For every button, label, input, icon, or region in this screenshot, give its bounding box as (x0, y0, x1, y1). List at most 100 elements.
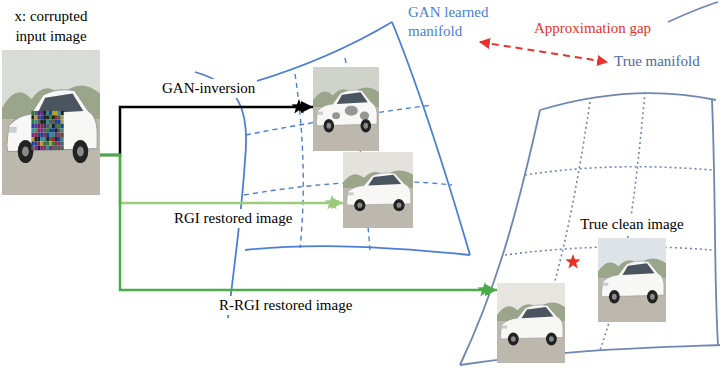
noise-pixel (31, 124, 34, 128)
artifact-smudge (360, 112, 369, 120)
gan-manifold (195, 22, 470, 318)
noise-pixel (31, 141, 34, 145)
image-caption: x: corrupted input image (2, 6, 100, 46)
noise-pixel (61, 120, 64, 124)
noise-pixel (37, 115, 40, 119)
noise-pixel (34, 137, 37, 141)
noise-pixel (37, 141, 40, 145)
flow-arrow (100, 155, 497, 290)
noise-pixel (58, 111, 61, 115)
manifold-edge (245, 246, 470, 255)
noise-pixel (55, 115, 58, 119)
car-photo (313, 67, 379, 151)
corruption-patch (31, 111, 63, 150)
artifact-smudge (345, 106, 358, 116)
noise-pixel (58, 115, 61, 119)
car-photo (2, 50, 100, 195)
noise-pixel (34, 124, 37, 128)
noise-pixel (52, 133, 55, 137)
noise-pixel (46, 111, 49, 115)
noise-pixel (46, 115, 49, 119)
noise-pixel (49, 111, 52, 115)
flow-arrow (100, 155, 343, 203)
noise-pixel (43, 137, 46, 141)
arrow-label: R-RGI restored image (217, 296, 354, 315)
star-marker (565, 254, 580, 268)
car-wheel (508, 333, 519, 346)
noise-pixel (37, 120, 40, 124)
noise-pixel (49, 124, 52, 128)
noise-pixel (43, 111, 46, 115)
car-window (521, 307, 553, 318)
noise-pixel (49, 120, 52, 124)
photo-background (2, 50, 100, 195)
noise-pixel (46, 141, 49, 145)
noise-pixel (52, 128, 55, 132)
noise-pixel (43, 120, 46, 124)
flow-arrow (100, 107, 313, 155)
car-hub (612, 294, 617, 300)
car-window (37, 94, 83, 114)
noise-pixel (31, 128, 34, 132)
star-marker (324, 195, 339, 209)
noise-pixel (31, 146, 34, 150)
arrow-label: RGI restored image (172, 209, 294, 228)
car-headlight (603, 283, 608, 286)
noise-pixel (55, 128, 58, 132)
noise-pixel (58, 133, 61, 137)
rgi-image (343, 152, 413, 228)
noise-pixel (61, 111, 64, 115)
noise-pixel (55, 146, 58, 150)
noise-pixel (37, 146, 40, 150)
noise-pixel (40, 115, 43, 119)
noise-pixel (43, 141, 46, 145)
noise-pixel (40, 141, 43, 145)
noise-pixel (46, 137, 49, 141)
noise-pixel (34, 111, 37, 115)
noise-pixel (31, 120, 34, 124)
car-photo (598, 238, 666, 322)
photo-background (313, 67, 379, 151)
noise-pixel (37, 124, 40, 128)
noise-pixel (52, 124, 55, 128)
noise-pixel (55, 137, 58, 141)
car-wheel (393, 199, 404, 211)
noise-pixel (58, 120, 61, 124)
car-hub (650, 294, 655, 300)
car-photo (343, 152, 413, 228)
star-marker (291, 99, 306, 113)
noise-pixel (52, 137, 55, 141)
noise-pixel (34, 141, 37, 145)
car-window (368, 175, 401, 186)
car-headlight (348, 192, 354, 195)
noise-pixel (49, 128, 52, 132)
noise-pixel (34, 128, 37, 132)
noise-pixel (58, 124, 61, 128)
noise-pixel (61, 124, 64, 128)
artifact-smudge (332, 112, 340, 119)
noise-pixel (58, 137, 61, 141)
car-window (622, 263, 654, 275)
noise-pixel (37, 133, 40, 137)
noise-pixel (61, 146, 64, 150)
noise-pixel (43, 146, 46, 150)
noise-pixel (52, 146, 55, 150)
photo-background (343, 152, 413, 228)
noise-pixel (40, 124, 43, 128)
noise-pixel (31, 137, 34, 141)
noise-pixel (58, 146, 61, 150)
car-hub (327, 123, 332, 129)
car-wheel (609, 290, 620, 303)
photo-background (497, 283, 565, 363)
gan-inversion-image (313, 67, 379, 151)
noise-pixel (37, 111, 40, 115)
manifold-label: True manifold (612, 52, 702, 71)
arrow-label: GAN-inversion (160, 79, 257, 98)
noise-pixel (43, 128, 46, 132)
car-wheel (546, 333, 557, 346)
noise-pixel (46, 133, 49, 137)
noise-pixel (34, 120, 37, 124)
